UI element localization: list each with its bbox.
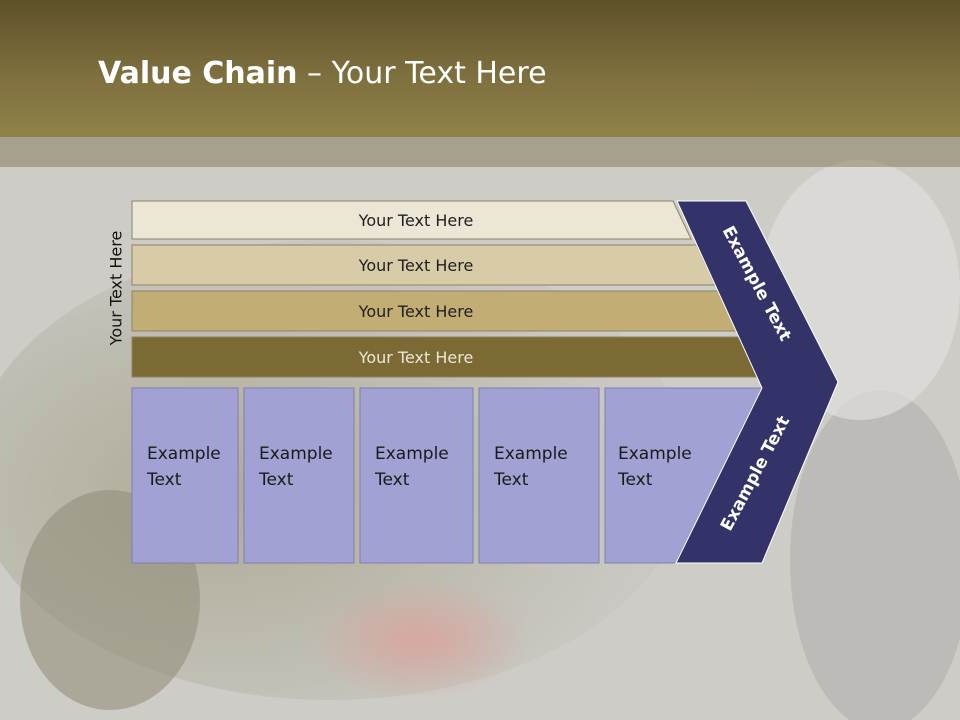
primary-box-4 xyxy=(478,387,600,564)
primary-box-label-line1: Example xyxy=(147,444,221,464)
support-row-label: Your Text Here xyxy=(358,211,474,230)
primary-box-label-line1: Example xyxy=(259,444,333,464)
title-bold: Value Chain xyxy=(98,56,298,91)
primary-box-label-line1: Example xyxy=(494,444,568,464)
slide-title: Value Chain – Your Text Here xyxy=(98,56,547,91)
primary-box-2 xyxy=(243,387,355,564)
primary-box-label-line2: Text xyxy=(374,470,410,490)
primary-box-3 xyxy=(359,387,474,564)
margin-chevron xyxy=(675,200,839,564)
primary-box-label-line1: Example xyxy=(375,444,449,464)
primary-box-label-line2: Text xyxy=(258,470,294,490)
primary-box-label-line1: Example xyxy=(618,444,692,464)
header-strip xyxy=(0,137,960,167)
support-row-label: Your Text Here xyxy=(358,256,474,275)
title-rest: – Your Text Here xyxy=(297,56,547,91)
header-bar xyxy=(0,0,960,137)
primary-box-label-line2: Text xyxy=(493,470,529,490)
support-row-1 xyxy=(131,200,692,240)
primary-box-1 xyxy=(131,387,239,564)
support-row-label: Your Text Here xyxy=(358,302,474,321)
primary-box-label-line2: Text xyxy=(146,470,182,490)
primary-box-label-line2: Text xyxy=(617,470,653,490)
reflection xyxy=(0,563,960,720)
support-row-label: Your Text Here xyxy=(358,348,474,367)
